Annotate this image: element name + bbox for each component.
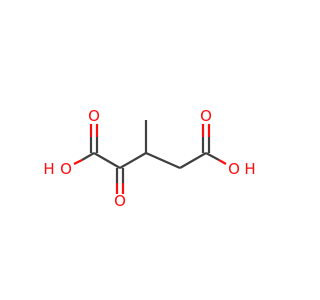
atom-o-carbonyl-left: O — [88, 107, 100, 125]
atom-o-hydroxyl-left: O — [60, 160, 72, 178]
bond-c5-oh-o — [218, 159, 227, 165]
bond-c1-c2 — [93, 152, 121, 169]
atom-h-hydroxyl-right: H — [244, 160, 255, 178]
bond-c5-oh — [205, 152, 220, 161]
atom-o-hydroxyl-right: O — [228, 160, 240, 178]
bond-c1-oh-o — [73, 159, 83, 165]
atom-o-carbonyl-right: O — [200, 107, 212, 125]
atom-h-hydroxyl-left: H — [43, 160, 54, 178]
molecule-structure: O H O O O O H — [43, 107, 255, 210]
bond-c1-oh — [81, 152, 95, 161]
bond-c2-c3 — [119, 152, 147, 169]
bond-c3-c4 — [145, 151, 181, 170]
bond-c4-c5 — [179, 152, 207, 169]
atom-o-ketone: O — [114, 192, 126, 210]
